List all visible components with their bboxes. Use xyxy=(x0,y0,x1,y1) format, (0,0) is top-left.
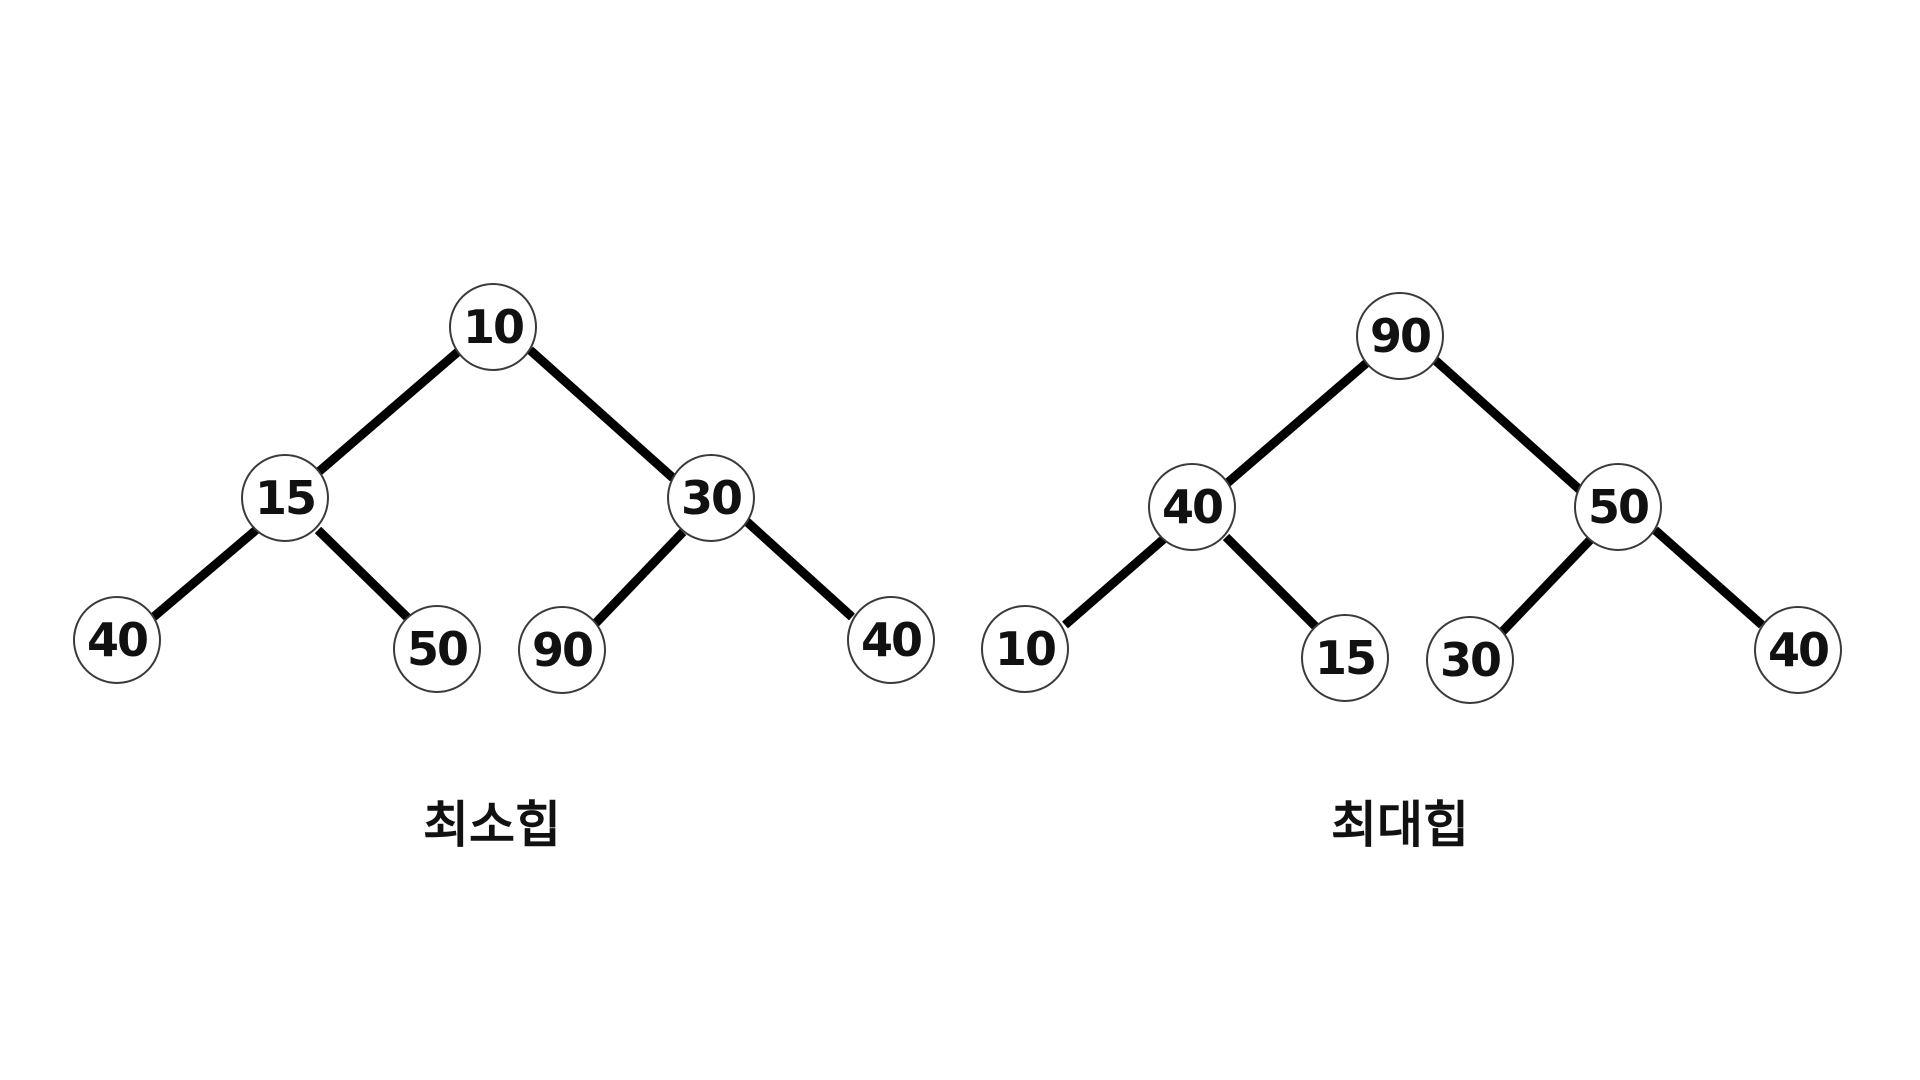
max-heap-node-left-left: 10 xyxy=(981,605,1069,693)
min-edge-root-left xyxy=(312,346,463,479)
max-edge-50-30 xyxy=(1498,534,1596,636)
max-heap-node-right-right: 40 xyxy=(1754,606,1842,694)
max-heap-label: 최대힙 xyxy=(1331,796,1469,854)
max-edge-40-15 xyxy=(1222,533,1322,633)
min-heap-node-right: 30 xyxy=(667,454,755,542)
min-heap-node-left-right: 50 xyxy=(393,605,481,693)
max-heap-node-root: 90 xyxy=(1356,292,1444,380)
max-heap-node-left-right: 15 xyxy=(1301,614,1389,702)
max-heap-node-right-left: 30 xyxy=(1426,616,1514,704)
min-heap-label: 최소힙 xyxy=(423,796,561,854)
max-edge-root-right xyxy=(1431,356,1584,494)
min-heap-node-left: 15 xyxy=(241,454,329,542)
min-edge-15-40 xyxy=(147,526,259,624)
max-edge-40-10 xyxy=(1062,533,1169,629)
min-edge-root-right xyxy=(526,346,677,482)
min-edge-30-90 xyxy=(588,528,687,631)
min-edge-15-50 xyxy=(314,526,416,626)
max-edge-root-left xyxy=(1222,356,1373,489)
max-heap-node-left: 40 xyxy=(1148,463,1236,551)
max-edge-50-40 xyxy=(1652,526,1765,629)
min-heap-node-root: 10 xyxy=(449,283,537,371)
min-heap-node-right-left: 90 xyxy=(518,606,606,694)
min-heap-node-right-right: 40 xyxy=(847,596,935,684)
max-heap-node-right: 50 xyxy=(1574,463,1662,551)
min-edge-30-40 xyxy=(741,516,856,621)
min-heap-node-left-left: 40 xyxy=(73,596,161,684)
